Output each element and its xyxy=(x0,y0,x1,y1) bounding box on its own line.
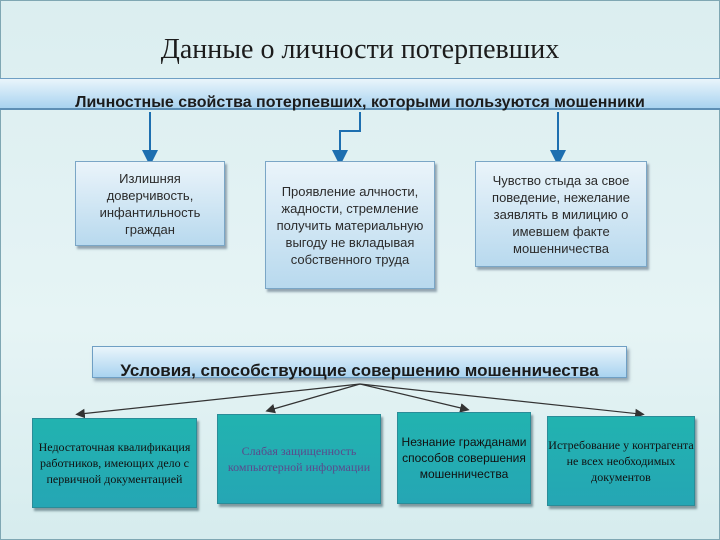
connector-6 xyxy=(359,383,470,413)
connector-7 xyxy=(359,383,645,419)
property-text-2: Проявление алчности, жадности, стремлени… xyxy=(276,183,424,267)
condition-box-3: Незнание гражданами способов совершения … xyxy=(397,412,531,504)
property-box-3: Чувство стыда за свое поведение, нежелан… xyxy=(475,161,647,267)
connector-2 xyxy=(332,112,361,166)
condition-text-4: Истребование у контрагента не всех необх… xyxy=(548,438,694,484)
property-box-2: Проявление алчности, жадности, стремлени… xyxy=(265,161,435,289)
properties-header-text: Личностные свойства потерпевших, которым… xyxy=(75,94,645,111)
property-text-3: Чувство стыда за свое поведение, нежелан… xyxy=(492,172,630,256)
conditions-header-banner: Условия, способствующие совершению мошен… xyxy=(92,346,627,380)
slide-title: Данные о личности потерпевших xyxy=(160,34,560,65)
property-text-1: Излишняя доверчивость, инфантильность гр… xyxy=(99,170,201,237)
connector-5 xyxy=(265,383,361,414)
condition-text-2: Слабая защищенность компьютерной информа… xyxy=(227,444,371,474)
condition-box-1: Недостаточная квалификация работников, и… xyxy=(32,418,197,508)
condition-box-2: Слабая защищенность компьютерной информа… xyxy=(217,414,381,504)
condition-box-4: Истребование у контрагента не всех необх… xyxy=(547,416,695,506)
property-box-1: Излишняя доверчивость, инфантильность гр… xyxy=(75,161,225,246)
condition-text-1: Недостаточная квалификация работников, и… xyxy=(38,440,191,486)
connector-4 xyxy=(75,383,361,419)
properties-header-banner: Личностные свойства потерпевших, которым… xyxy=(0,78,720,111)
condition-text-3: Незнание гражданами способов совершения … xyxy=(401,435,527,481)
conditions-header-text: Условия, способствующие совершению мошен… xyxy=(120,361,599,380)
